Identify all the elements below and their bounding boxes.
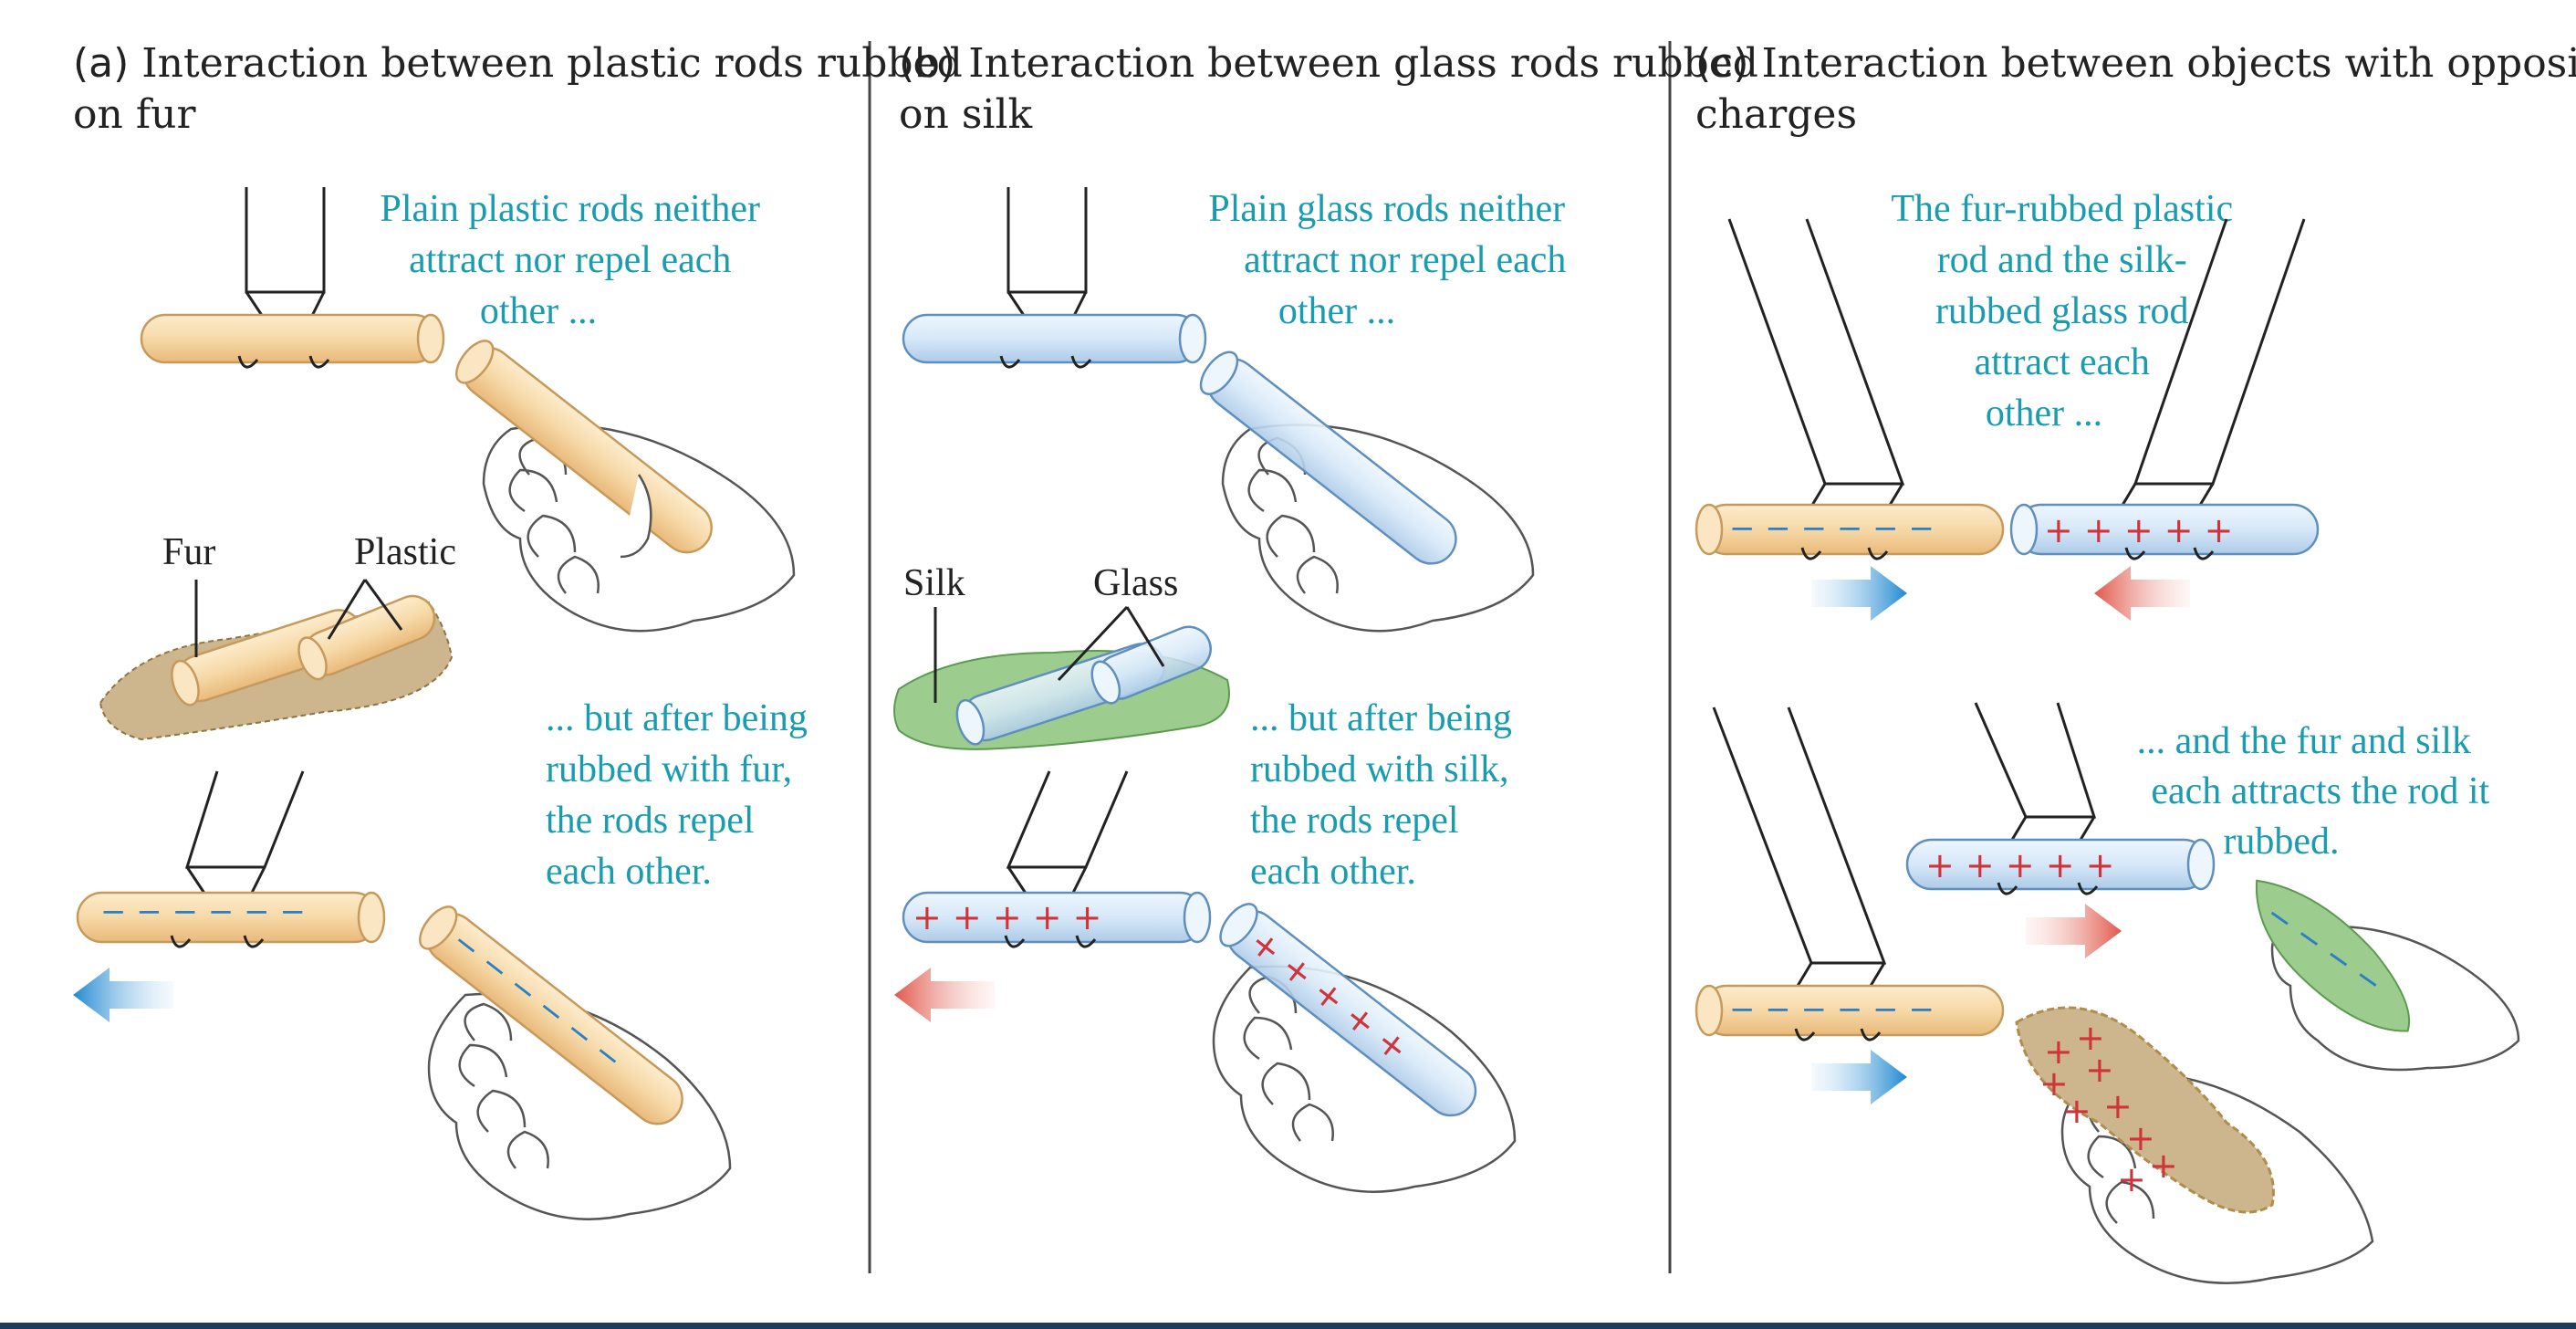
svg-text:+ + + + +: + + + + +: [913, 897, 1102, 937]
hanging-plastic-rod-charged: − − − − − −: [76, 770, 386, 948]
panel-c-title-line1: (c) Interaction between objects with opp…: [1695, 40, 2576, 87]
svg-text:+ + + + +: + + + + +: [2044, 510, 2234, 550]
svg-text:+: +: [2039, 1063, 2069, 1104]
panel-c-caption-top: The fur-rubbed plastic rod and the silk-…: [1891, 188, 2242, 434]
hanging-glass-rod-neutral: [902, 187, 1207, 369]
svg-text:+: +: [2085, 1050, 2114, 1090]
hand-holding-charged-glass-rod: + + + + +: [1212, 903, 1517, 1193]
svg-text:− − − − − −: − − − − − −: [1729, 510, 1935, 547]
svg-text:+: +: [2044, 1031, 2073, 1072]
panel-b-caption-bottom: ... but after being rubbed with silk, th…: [1250, 697, 1521, 893]
svg-text:+: +: [2076, 1018, 2105, 1058]
label-glass: Glass: [1093, 562, 1178, 604]
panel-c-title-line2: charges: [1695, 91, 1857, 138]
svg-text:− − − − − −: − − − − − −: [1729, 991, 1935, 1028]
hand-holding-glass-rod: [1199, 351, 1535, 633]
hand-holding-charged-plastic-rod: − − − − − −: [419, 905, 732, 1220]
repel-arrow-left-red: [894, 968, 995, 1022]
attract-arrow-left: [2094, 566, 2190, 621]
hand-holding-fur: + + + + + + + + +: [2015, 1006, 2374, 1284]
label-plastic: Plastic: [354, 531, 456, 573]
label-fur: Fur: [162, 531, 215, 573]
svg-text:+: +: [2149, 1146, 2178, 1186]
hanging-plastic-rod-neutral: [140, 187, 445, 369]
panel-b-caption-top: Plain glass rods neither attract nor rep…: [1208, 188, 1576, 332]
hanging-glass-rod-charged: + + + + +: [902, 770, 1212, 948]
hanging-plastic-rod-attract: − − − − − −: [1695, 218, 2005, 560]
panel-a: (a) Interaction between plastic rods rub…: [73, 40, 963, 1220]
hanging-glass-rod-silk-attract: + + + + +: [1905, 702, 2216, 895]
hanging-glass-rod-attract: + + + + +: [2009, 218, 2320, 560]
panel-a-caption-bottom: ... but after being rubbed with fur, the…: [546, 697, 817, 893]
panel-a-title-line1: (a) Interaction between plastic rods rub…: [73, 40, 963, 87]
hand-holding-silk: − − − −: [2255, 879, 2520, 1072]
svg-text:+: +: [2117, 1159, 2146, 1199]
bottom-border-bar: [0, 1323, 2576, 1329]
panel-a-caption-top: Plain plastic rods neither attract nor r…: [381, 188, 770, 332]
panel-b-title-line1: (b) Interaction between glass rods rubbe…: [899, 40, 1758, 87]
repel-arrow-left: [73, 968, 173, 1022]
silk-with-glass-rods: [893, 605, 1230, 750]
panel-c-caption-bottom: ... and the fur and silk each attracts t…: [2137, 720, 2499, 863]
svg-text:− − − − − −: − − − − − −: [100, 894, 306, 930]
svg-text:+: +: [2126, 1118, 2155, 1158]
label-silk: Silk: [903, 562, 965, 604]
svg-text:+: +: [2103, 1086, 2133, 1126]
hanging-plastic-rod-fur-attract: − − − − − −: [1695, 706, 2005, 1041]
attract-arrow-right: [1811, 566, 1907, 621]
svg-text:+ + + + +: + + + + +: [1925, 845, 2115, 885]
fur-with-plastic-rods: [99, 579, 454, 741]
svg-text:+: +: [2062, 1091, 2091, 1131]
hand-holding-plastic-rod: [455, 340, 796, 633]
attract-arrow-right-blue: [1811, 1050, 1907, 1104]
attract-arrow-right-red: [2026, 904, 2122, 958]
panel-a-title-line2: on fur: [73, 91, 196, 138]
panel-c: (c) Interaction between objects with opp…: [1695, 40, 2576, 1284]
panel-b-title-line2: on silk: [899, 91, 1033, 138]
panel-b: (b) Interaction between glass rods rubbe…: [893, 40, 1758, 1193]
